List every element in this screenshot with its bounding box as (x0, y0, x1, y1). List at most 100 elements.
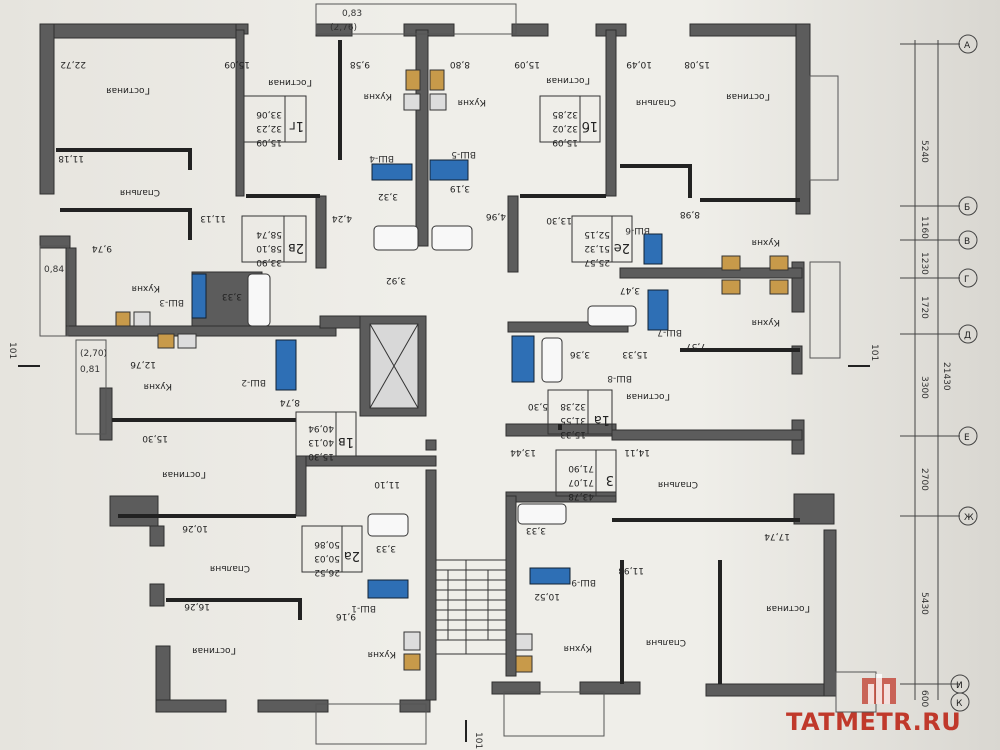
room-name: Кухня (752, 237, 780, 247)
room-area: 15,09 (224, 59, 250, 69)
bathroom-code: ВШ-1 (351, 603, 376, 613)
room-name: Кухня (364, 91, 392, 101)
axis-label: Б (964, 203, 970, 213)
dimension-value: 5240 (919, 140, 929, 163)
axis-markers (950, 34, 978, 712)
apartment-number: 1б (582, 118, 598, 133)
axis-label: Ж (964, 513, 974, 523)
apartment-area: 71,07 (568, 477, 594, 487)
apartment-area: 15,09 (552, 137, 578, 147)
axis-label: В (964, 237, 970, 247)
apartment-stamp: 1г 15,09 32,23 33,06 (243, 95, 307, 147)
room-area: 3,33 (376, 543, 396, 553)
apartment-area: 32,85 (552, 109, 578, 119)
apartment-area: 52,15 (584, 229, 610, 239)
room-area: 5,30 (528, 401, 548, 411)
room-name: Кухня (458, 97, 486, 107)
dimension-value: 21430 (941, 362, 951, 391)
room-name: Кухня (132, 283, 160, 293)
section-mark: 101 (869, 344, 879, 361)
apartment-stamps: 1г 15,09 32,23 33,06 1б 15,09 32,02 32,8… (241, 95, 633, 577)
room-name: Спальня (210, 563, 250, 573)
apartment-area: 15,30 (308, 451, 334, 461)
apartment-number: 2а (344, 548, 360, 563)
apartment-stamp: 1а 15,33 31,55 32,38 (547, 389, 613, 439)
room-name: Спальня (646, 637, 686, 647)
room-name: Гостиная (766, 603, 810, 613)
apartment-stamp: 1б 15,09 32,02 32,85 (539, 95, 601, 147)
partitions (56, 40, 800, 684)
room-area: 13,44 (510, 447, 536, 457)
bathroom-code: ВШ-2 (241, 377, 266, 387)
dimension-value: 1720 (919, 296, 929, 319)
bathroom-code: ВШ-9 (571, 577, 596, 587)
room-name: Кухня (564, 643, 592, 653)
bathroom-code: ВШ-5 (451, 149, 476, 159)
dimension-value: 2700 (919, 468, 929, 491)
room-name: Гостиная (546, 75, 590, 85)
apartment-area: 32,02 (552, 123, 578, 133)
apartment-area: 43,78 (568, 491, 594, 501)
bathroom-code: ВШ-3 (159, 297, 184, 307)
room-area: 3,33 (526, 525, 546, 535)
room-area: 11,93 (618, 565, 644, 575)
apartment-area: 58,74 (256, 229, 282, 239)
room-names: Гостиная Спальня Кухня Гостиная Кухня Ку… (106, 75, 810, 659)
dimension-values: 5240 1160 1230 1720 3300 21430 2700 5430… (919, 140, 951, 707)
apartment-area: 33,90 (256, 257, 282, 267)
bathroom-code: ВШ-4 (369, 153, 394, 163)
room-name: Гостиная (626, 391, 670, 401)
axis-label: И (956, 681, 963, 691)
dimension-value: 600 (919, 690, 929, 707)
room-name: Гостиная (162, 469, 206, 479)
room-area: 7,57 (686, 341, 706, 351)
balcony-values: 0,83 (2,76) 0,84 (2,70) 0,81 (44, 9, 362, 375)
balcony-label: (2,70) (80, 349, 107, 359)
apartment-area: 26,52 (314, 567, 340, 577)
apartment-number: 1в (338, 434, 354, 449)
room-area: 15,08 (684, 59, 710, 69)
room-area: 10,26 (182, 523, 208, 533)
apartment-stamp: 2в 33,90 58,10 58,74 (241, 215, 307, 267)
bathroom-code: ВШ-6 (625, 225, 650, 235)
room-area: 17,74 (764, 531, 790, 541)
dimension-value: 1230 (919, 252, 929, 275)
bathroom-code-labels: ВШ-4 ВШ-5 ВШ-3 ВШ-6 ВШ-2 ВШ-7 ВШ-8 ВШ-1 … (159, 149, 682, 613)
room-area: 8,98 (680, 209, 700, 219)
room-area: 10,49 (626, 59, 652, 69)
apartment-area: 40,94 (308, 423, 334, 433)
watermark-text: TATMETR.RU (786, 708, 962, 736)
outer-walls (39, 23, 837, 713)
room-area: 9,74 (92, 243, 112, 253)
apartment-number: 2в (288, 240, 304, 255)
room-name: Спальня (658, 479, 698, 489)
room-area: 4,24 (332, 213, 352, 223)
section-mark: 101 (7, 342, 17, 359)
apartment-stamp: 1в 15,30 40,13 40,94 (295, 411, 357, 461)
dimension-value: 1160 (919, 216, 929, 239)
room-area: 3,19 (450, 183, 470, 193)
axis-label: К (956, 699, 963, 709)
room-area: 11,13 (200, 213, 226, 223)
axis-label: Е (964, 433, 970, 443)
room-area-values: 22,72 15,09 9,58 8,80 15,09 10,49 15,08 … (58, 59, 790, 621)
apartment-area: 33,06 (256, 109, 282, 119)
bathroom-code: ВШ-8 (607, 373, 632, 383)
room-name: Спальня (636, 97, 676, 107)
room-area: 3,33 (222, 291, 242, 301)
balcony-label: 0,83 (342, 9, 362, 19)
room-name: Гостиная (192, 645, 236, 655)
dimension-lines (900, 40, 960, 700)
apartment-number: 1г (289, 118, 304, 133)
room-area: 11,18 (58, 153, 84, 163)
room-area: 15,33 (622, 349, 648, 359)
room-area: 8,80 (450, 59, 470, 69)
room-area: 13,30 (546, 215, 572, 225)
apartment-area: 32,23 (256, 123, 282, 133)
room-name: Спальня (120, 187, 160, 197)
apartment-area: 40,13 (308, 437, 334, 447)
apartment-area: 71,90 (568, 463, 594, 473)
room-area: 3,36 (570, 349, 590, 359)
balcony-label: (2,76) (330, 23, 357, 33)
